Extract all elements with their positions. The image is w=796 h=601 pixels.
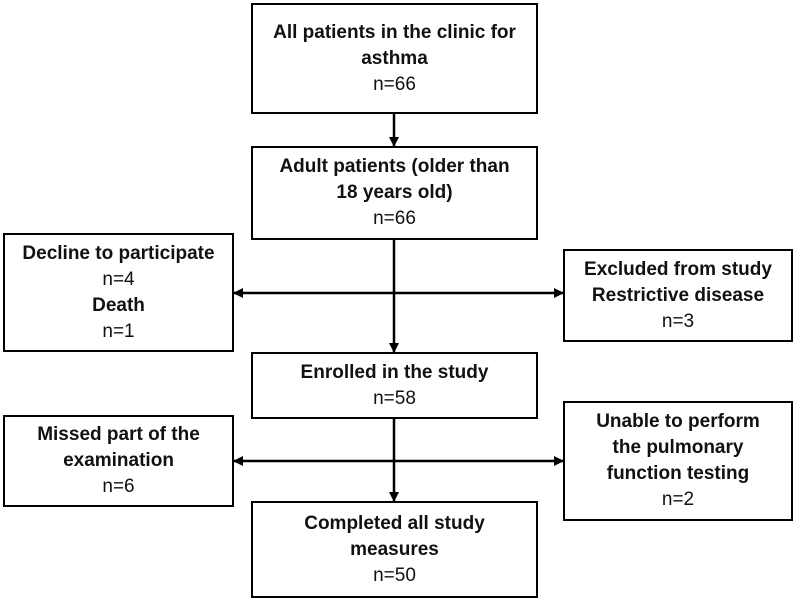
box-completed: Completed all study measures n=50 [251,501,538,598]
box-adult-patients: Adult patients (older than 18 years old)… [251,146,538,240]
box-unable: Unable to perform the pulmonary function… [563,401,793,521]
missed-title-2: examination [63,450,174,471]
adult-patients-title-2: 18 years old) [336,182,453,203]
unable-title-3: function testing [606,463,750,484]
all-patients-title-1: All patients in the clinic for [273,21,516,43]
box-missed: Missed part of the examination n=6 [3,415,234,507]
completed-count: n=50 [373,564,416,586]
death-label: Death [92,294,145,316]
box-all-patients: All patients in the clinic for asthma n=… [251,3,538,114]
completed-title-1: Completed all study [304,512,485,534]
enrolled-title: Enrolled in the study [300,361,489,383]
excluded-title-2: Restrictive disease [591,284,765,306]
unable-title-1: Unable to perform [596,411,760,432]
excluded-count: n=3 [661,310,695,332]
adult-patients-count: n=66 [373,208,416,229]
excluded-title-1: Excluded from study [584,258,772,280]
all-patients-title-2: asthma [361,47,428,69]
missed-count: n=6 [102,476,135,497]
death-count: n=1 [102,320,135,342]
box-declined: Decline to participate n=4 Death n=1 [3,233,234,352]
box-enrolled: Enrolled in the study n=58 [251,352,538,419]
unable-title-2: the pulmonary [612,437,744,458]
all-patients-count: n=66 [373,73,416,95]
missed-title-1: Missed part of the [37,424,200,445]
unable-count: n=2 [661,489,695,510]
declined-count: n=4 [102,268,135,290]
enrolled-count: n=58 [373,387,416,409]
box-excluded: Excluded from study Restrictive disease … [563,249,793,342]
declined-label: Decline to participate [22,242,215,264]
adult-patients-title-1: Adult patients (older than [279,156,510,177]
completed-title-2: measures [350,538,439,560]
